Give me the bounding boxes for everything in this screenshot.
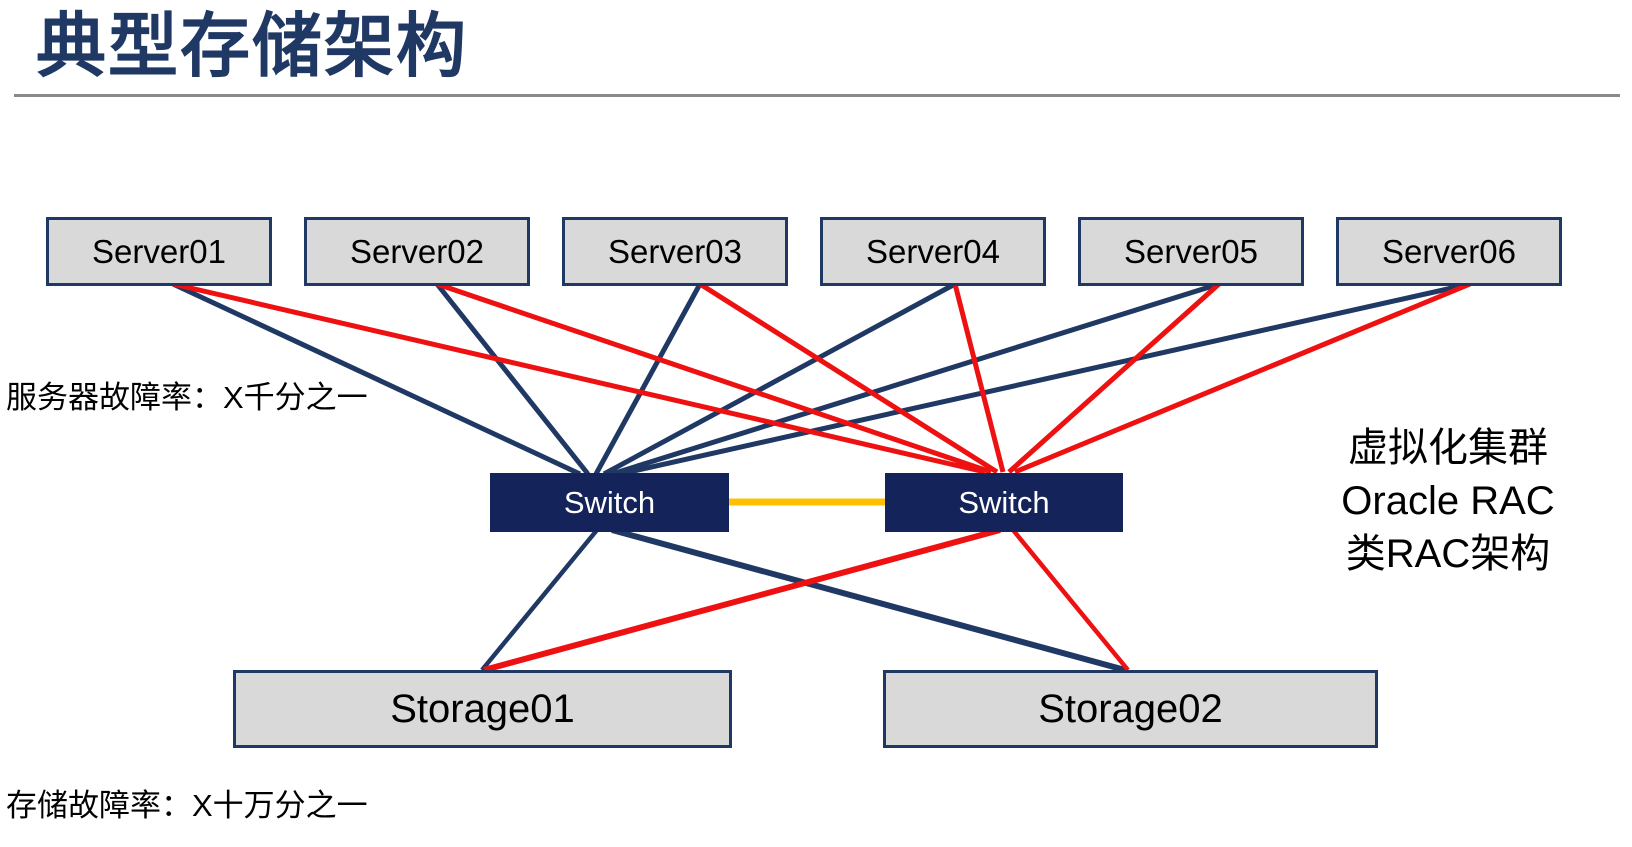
node-server01: Server01	[46, 217, 272, 286]
link-switch-left-storage02	[611, 527, 1126, 673]
cluster-note-line-3: 类RAC架构	[1345, 532, 1551, 576]
node-server03: Server03	[562, 217, 788, 286]
node-switch-right: Switch	[885, 473, 1123, 532]
cluster-note: 虚拟化集群 Oracle RAC 类RAC架构	[1318, 422, 1578, 581]
link-server02-switch-left	[435, 282, 590, 476]
link-server01-switch-left	[171, 281, 582, 477]
link-server06-switch-left	[619, 281, 1471, 477]
node-server05: Server05	[1078, 217, 1304, 286]
link-server03-switch-left	[593, 282, 703, 476]
link-switch-right-storage01	[483, 527, 1001, 673]
link-server05-switch-right	[1007, 282, 1221, 474]
page-title: 典型存储架构	[36, 7, 468, 85]
storage-failure-rate-label: 存储故障率：X十万分之一	[6, 788, 368, 823]
title-divider	[14, 94, 1620, 97]
node-storage01: Storage01	[233, 670, 732, 748]
link-switch-left-storage01	[480, 528, 599, 672]
node-server02: Server02	[304, 217, 530, 286]
node-storage02: Storage02	[883, 670, 1378, 748]
link-switch-right-storage02	[1011, 528, 1130, 672]
link-server04-switch-right	[952, 283, 1006, 473]
link-server03-switch-right	[698, 281, 999, 475]
link-server06-switch-right	[1014, 281, 1471, 475]
cluster-note-line-2: Oracle RAC	[1341, 479, 1555, 523]
link-server05-switch-left	[611, 281, 1220, 477]
server-failure-rate-label: 服务器故障率：X千分之一	[6, 380, 368, 415]
node-server04: Server04	[820, 217, 1046, 286]
node-server06: Server06	[1336, 217, 1562, 286]
link-server01-switch-right	[172, 281, 986, 475]
node-switch-left: Switch	[490, 473, 729, 532]
link-server04-switch-left	[602, 281, 957, 477]
cluster-note-line-1: 虚拟化集群	[1348, 426, 1548, 470]
link-server02-switch-right	[436, 281, 992, 475]
